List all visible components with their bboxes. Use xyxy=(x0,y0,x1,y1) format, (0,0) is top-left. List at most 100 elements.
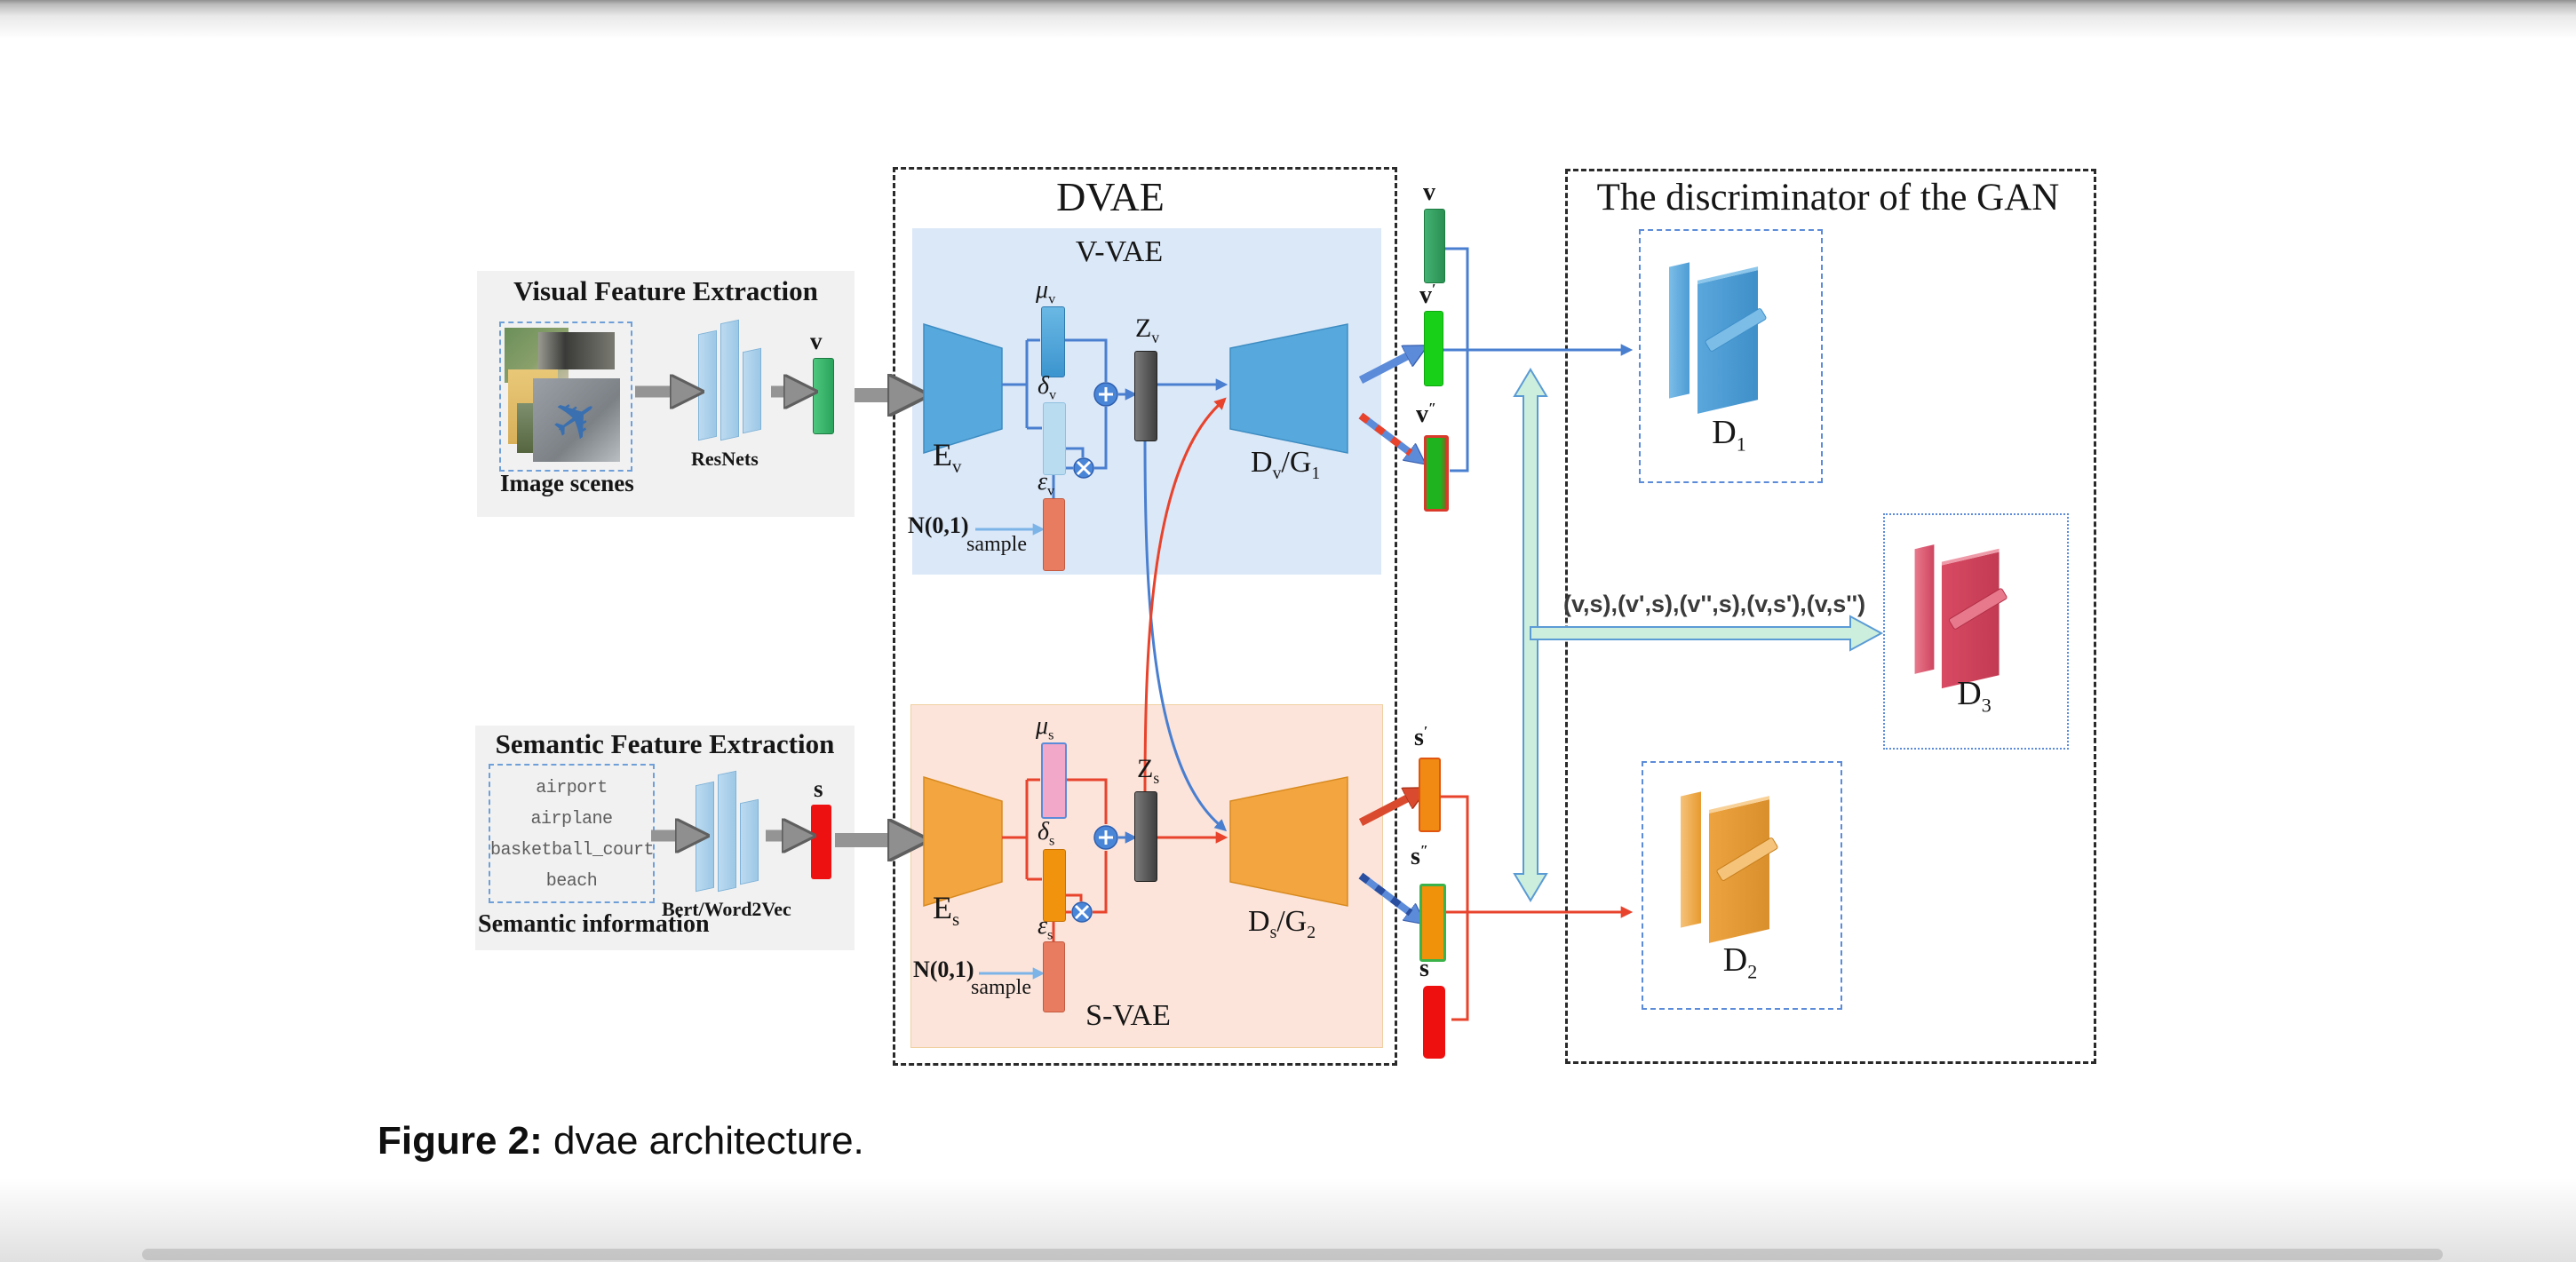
label-text: D xyxy=(1722,941,1748,979)
label-sub: v xyxy=(1049,386,1057,403)
mu-s-bar xyxy=(1041,742,1067,819)
mu-s-label: μs xyxy=(1036,712,1053,742)
sample-v-label: sample xyxy=(966,533,1027,556)
teal-arrow-to-d3 xyxy=(1530,615,1884,652)
page-bottom-edge xyxy=(142,1249,2443,1260)
label-text: μ xyxy=(1036,276,1049,304)
label-text: E xyxy=(933,890,952,925)
label-sup: ′ xyxy=(1432,281,1436,298)
bert-word2vec-label: Bert/Word2Vec xyxy=(662,898,791,920)
semantic-extraction-title: Semantic Feature Extraction xyxy=(495,728,835,759)
s-out-bar xyxy=(1423,986,1445,1059)
vvae-wiring xyxy=(1002,338,1228,832)
d1-box xyxy=(1639,229,1823,483)
semantic-feature-label: s xyxy=(814,776,823,801)
epsilon-v-bar xyxy=(1043,498,1065,571)
s-bars-connector xyxy=(1439,795,1469,1021)
arrow-dv-to-vdprime xyxy=(1358,412,1411,453)
label-text: s xyxy=(1419,955,1429,982)
dvae-box xyxy=(893,167,1397,1066)
delta-v-bar xyxy=(1043,402,1066,475)
vvae-encoder-label: Ev xyxy=(933,437,961,476)
zv-bar xyxy=(1134,351,1157,441)
scene-image xyxy=(538,332,615,369)
page-bottom-shadow xyxy=(0,1178,2576,1262)
semantic-information-label: Semantic information xyxy=(478,910,710,938)
zs-bar xyxy=(1134,791,1157,882)
label-text: δ xyxy=(1038,818,1050,845)
d3-box xyxy=(1883,513,2069,750)
noise-s-label: N(0,1) xyxy=(913,956,974,982)
label-sub: v xyxy=(1048,290,1056,307)
sprime-out-label: s′ xyxy=(1414,725,1427,751)
label-sub: 1 xyxy=(1311,463,1321,483)
caption-number: Figure 2: xyxy=(378,1119,543,1163)
vvae-label: V-VAE xyxy=(1075,235,1164,268)
label-text: v xyxy=(810,328,823,354)
label-sub: s xyxy=(1047,926,1053,943)
semantic-words-box: airport airplane basketball_court beach xyxy=(489,764,655,903)
semantic-word: basketball_court xyxy=(490,840,655,861)
label-sub: 1 xyxy=(1736,433,1746,456)
svae-encoder-shape xyxy=(923,775,1003,908)
semantic-word: airplane xyxy=(530,809,613,829)
label-sub: v xyxy=(952,456,962,478)
label-sub: 3 xyxy=(1981,694,1992,717)
d1-label: D1 xyxy=(1639,414,1819,454)
label-text: D xyxy=(1251,446,1273,479)
label-text: D xyxy=(1712,414,1737,451)
mu-v-bar xyxy=(1041,306,1065,377)
cross-link-zv-to-ds xyxy=(1143,440,1228,832)
gray-flow-arrows xyxy=(635,392,892,840)
sdprime-out-bar xyxy=(1419,884,1446,962)
label-sub: v xyxy=(1272,463,1282,483)
label-sub: 2 xyxy=(1307,922,1316,942)
label-text: v xyxy=(1419,282,1432,309)
label-text: v xyxy=(1423,179,1435,206)
s-out-label: s xyxy=(1419,956,1429,981)
label-text: μ xyxy=(1036,712,1049,740)
svae-decoder-label: Ds/G2 xyxy=(1248,905,1316,941)
zs-label: Zs xyxy=(1137,754,1159,786)
reparam-nodes xyxy=(1071,382,1118,923)
arrow-ds-to-sdprime xyxy=(1358,872,1411,913)
dvae-title: DVAE xyxy=(1056,174,1165,219)
visual-extraction-title: Visual Feature Extraction xyxy=(513,275,818,306)
vdprime-out-label: v″ xyxy=(1416,401,1436,428)
label-text: Z xyxy=(1137,754,1154,783)
arrow-dv-to-vprime xyxy=(1358,355,1409,384)
label-text: ε xyxy=(1038,912,1048,940)
gan-box xyxy=(1565,169,2096,1064)
label-text: E xyxy=(933,437,952,472)
zv-label: Zv xyxy=(1135,314,1159,345)
epsilon-v-label: εv xyxy=(1038,468,1054,498)
vdprime-out-bar xyxy=(1424,435,1449,512)
v-bars-connector xyxy=(1445,247,1469,472)
label-text: Z xyxy=(1135,314,1152,343)
svae-encoder-label: Es xyxy=(933,890,959,929)
vvae-encoder-shape xyxy=(923,322,1003,455)
noise-v-label: N(0,1) xyxy=(908,512,969,538)
label-sub: s xyxy=(1153,769,1160,787)
delta-v-label: δv xyxy=(1038,373,1056,402)
sample-s-label: sample xyxy=(971,976,1031,999)
label-text: v xyxy=(1416,401,1428,428)
arrow-ds-to-sprime xyxy=(1358,798,1409,826)
page-top-shadow xyxy=(0,0,2576,41)
vvae-decoder-shape xyxy=(1229,323,1348,454)
svae-decoder-shape xyxy=(1229,776,1348,907)
label-sub: s xyxy=(1048,726,1054,743)
label-sub: v xyxy=(1047,482,1055,499)
pair-samples-label: (v,s),(v',s),(v'',s),(v,s'),(v,s'') xyxy=(1563,591,1866,617)
v-out-label: v xyxy=(1423,179,1435,205)
d3-label: D3 xyxy=(1883,675,2065,715)
label-text: D xyxy=(1957,675,1982,712)
image-scenes-label: Image scenes xyxy=(500,470,634,496)
v-out-bar xyxy=(1424,209,1445,283)
label-text: /G xyxy=(1276,905,1308,938)
semantic-word: beach xyxy=(545,871,598,892)
label-text: ε xyxy=(1038,468,1048,496)
vvae-decoder-label: Dv/G1 xyxy=(1251,446,1320,482)
